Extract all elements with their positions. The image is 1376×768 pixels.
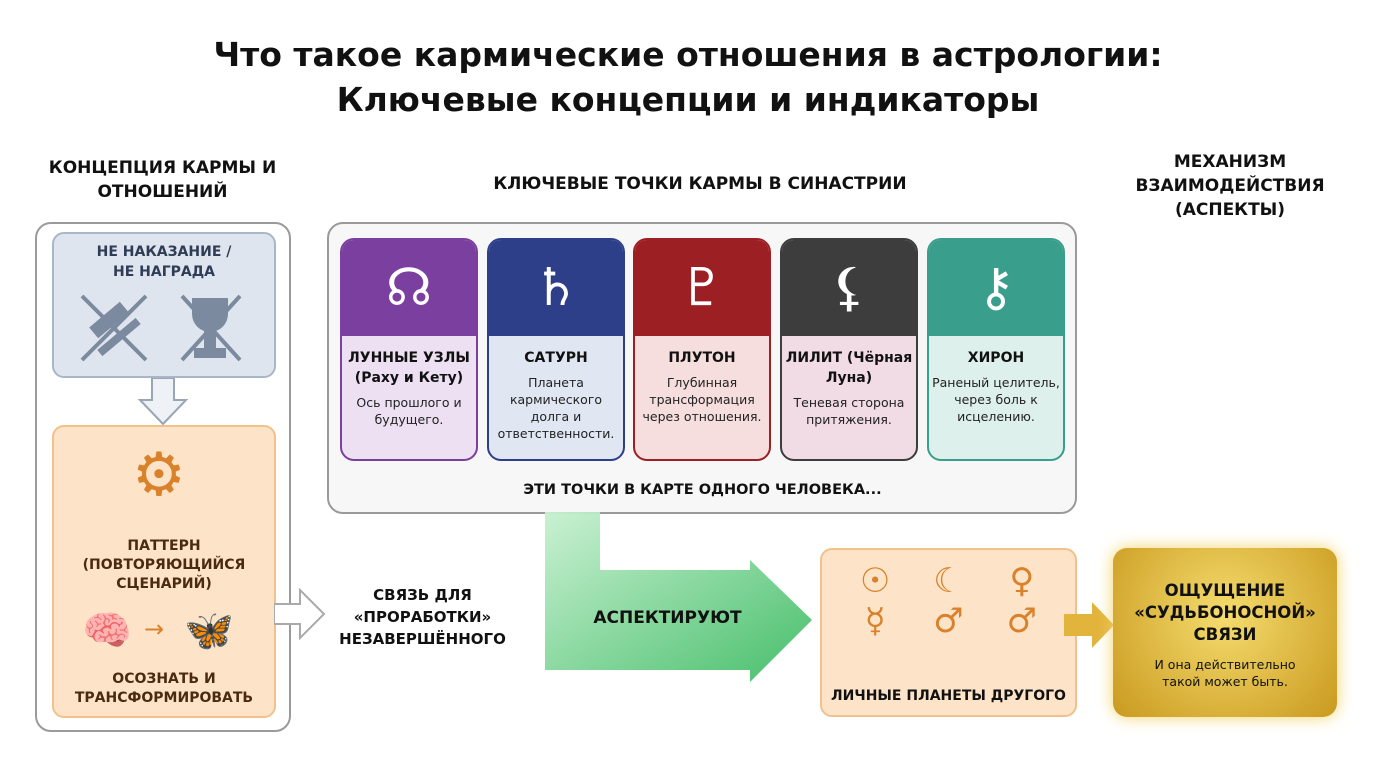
title-line-2: Ключевые концепции и индикаторы — [336, 80, 1040, 119]
personal-planets-box: ☉ ☾ ♀ ☿ ♂ ♂ ЛИЧНЫЕ ПЛАНЕТЫ ДРУГОГО — [820, 548, 1077, 717]
arrow-right-icon: → — [144, 615, 165, 643]
cycle-gear-icon: ⚙ — [132, 440, 186, 510]
card-saturn: ♄ САТУРН Планета кармического долга и от… — [487, 238, 625, 461]
card-desc: Планета кармического долга и ответственн… — [497, 375, 615, 441]
result-desc: И она действительно такой может быть. — [1154, 657, 1296, 689]
right-heading: МЕХАНИЗМ ВЗАИМОДЕЙСТВИЯ (АСПЕКТЫ) — [1135, 152, 1325, 220]
card-name: САТУРН — [524, 350, 588, 366]
middle-footer: ЭТИ ТОЧКИ В КАРТЕ ОДНОГО ЧЕЛОВЕКА... — [523, 482, 882, 498]
card-name: ПЛУТОН — [668, 350, 736, 366]
not-punishment-box: НЕ НАКАЗАНИЕ / НЕ НАГРАДА — [52, 232, 276, 378]
lilith-icon: ⚸ — [829, 258, 869, 318]
middle-heading: КЛЮЧЕВЫЕ ТОЧКИ КАРМЫ В СИНАСТРИИ — [493, 174, 907, 194]
mars-icon: ♂ — [933, 601, 964, 641]
crossed-gavel-trophy-icon — [80, 294, 242, 362]
result-title: ОЩУЩЕНИЕ «СУДЬБОНОСНОЙ» СВЯЗИ — [1134, 581, 1316, 644]
card-lilith: ⚸ ЛИЛИТ (Чёрная Луна) Теневая сторона пр… — [780, 238, 918, 461]
sun-icon: ☉ — [859, 561, 891, 601]
butterfly-icon: 🦋 — [184, 608, 234, 654]
down-arrow-icon — [138, 378, 188, 426]
pattern-box: ⚙ ПАТТЕРН (ПОВТОРЯЮЩИЙСЯ СЦЕНАРИЙ) 🧠 → 🦋… — [52, 425, 276, 718]
left-heading: КОНЦЕПЦИЯ КАРМЫ И ОТНОШЕНИЙ — [48, 158, 277, 202]
card-desc: Ось прошлого и будущего. — [356, 395, 462, 427]
aspect-label: АСПЕКТИРУЮТ — [593, 608, 742, 628]
card-desc: Глубинная трансформация через отношения. — [642, 375, 762, 424]
lunar-nodes-icon: ☊ — [385, 258, 433, 318]
card-desc: Раненый целитель, через боль к исцелению… — [932, 375, 1060, 424]
moon-icon: ☾ — [933, 561, 964, 601]
card-name: ЛИЛИТ (Чёрная Луна) — [785, 350, 913, 386]
pluto-icon: ♇ — [678, 258, 726, 318]
brain-icon: 🧠 — [82, 608, 132, 654]
pattern-label: ПАТТЕРН (ПОВТОРЯЮЩИЙСЯ СЦЕНАРИЙ) — [82, 538, 246, 592]
link-text: СВЯЗЬ ДЛЯ «ПРОРАБОТКИ» НЕЗАВЕРШЁННОГО — [339, 586, 506, 648]
saturn-icon: ♄ — [532, 258, 580, 318]
card-pluto: ♇ ПЛУТОН Глубинная трансформация через о… — [633, 238, 771, 461]
page-title: Что такое кармические отношения в астрол… — [0, 32, 1376, 122]
gold-arrow-icon — [1064, 602, 1114, 648]
mercury-icon: ☿ — [864, 601, 886, 641]
right-arrow-icon — [274, 588, 326, 640]
aspect-arrow — [545, 512, 812, 682]
fateful-connection-box: ОЩУЩЕНИЕ «СУДЬБОНОСНОЙ» СВЯЗИ И она дейс… — [1113, 548, 1337, 717]
card-name: ХИРОН — [967, 350, 1025, 366]
card-lunar-nodes: ☊ ЛУННЫЕ УЗЛЫ (Раху и Кету) Ось прошлого… — [340, 238, 478, 461]
card-name: ЛУННЫЕ УЗЛЫ (Раху и Кету) — [348, 350, 470, 386]
venus-icon: ♀ — [1009, 561, 1035, 601]
planet-symbols: ☉ ☾ ♀ ☿ ♂ ♂ — [839, 564, 1059, 638]
mars-icon-2: ♂ — [1006, 601, 1038, 641]
card-chiron: ⚷ ХИРОН Раненый целитель, через боль к и… — [927, 238, 1065, 461]
title-line-1: Что такое кармические отношения в астрол… — [213, 35, 1163, 74]
not-punishment-label: НЕ НАКАЗАНИЕ / НЕ НАГРАДА — [96, 244, 232, 280]
card-desc: Теневая сторона притяжения. — [793, 395, 905, 427]
chiron-icon: ⚷ — [976, 258, 1016, 318]
transform-label: ОСОЗНАТЬ И ТРАНСФОРМИРОВАТЬ — [74, 671, 254, 706]
personal-planets-label: ЛИЧНЫЕ ПЛАНЕТЫ ДРУГОГО — [831, 688, 1066, 704]
